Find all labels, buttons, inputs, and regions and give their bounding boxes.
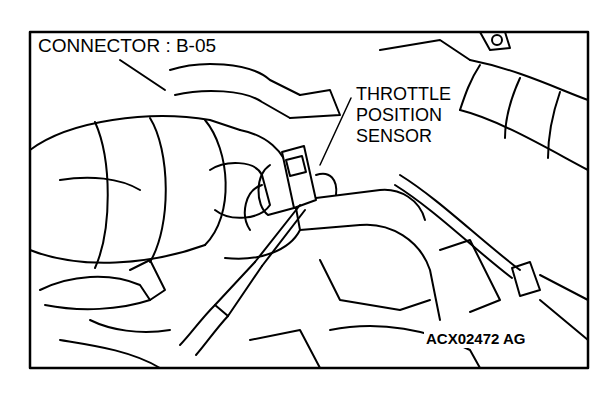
cable xyxy=(395,175,588,340)
throttle-body xyxy=(210,130,440,320)
hose-clamp xyxy=(40,260,170,368)
figure-code: ACX02472 AG xyxy=(424,330,528,348)
part-label: THROTTLE POSITION SENSOR xyxy=(354,84,458,147)
leader-line xyxy=(320,98,351,165)
upper-pipe xyxy=(120,60,340,118)
intake-hose xyxy=(30,116,240,268)
lower-parts xyxy=(250,240,500,368)
picture-frame xyxy=(30,32,588,368)
connector-label: CONNECTOR : B-05 xyxy=(36,35,218,57)
